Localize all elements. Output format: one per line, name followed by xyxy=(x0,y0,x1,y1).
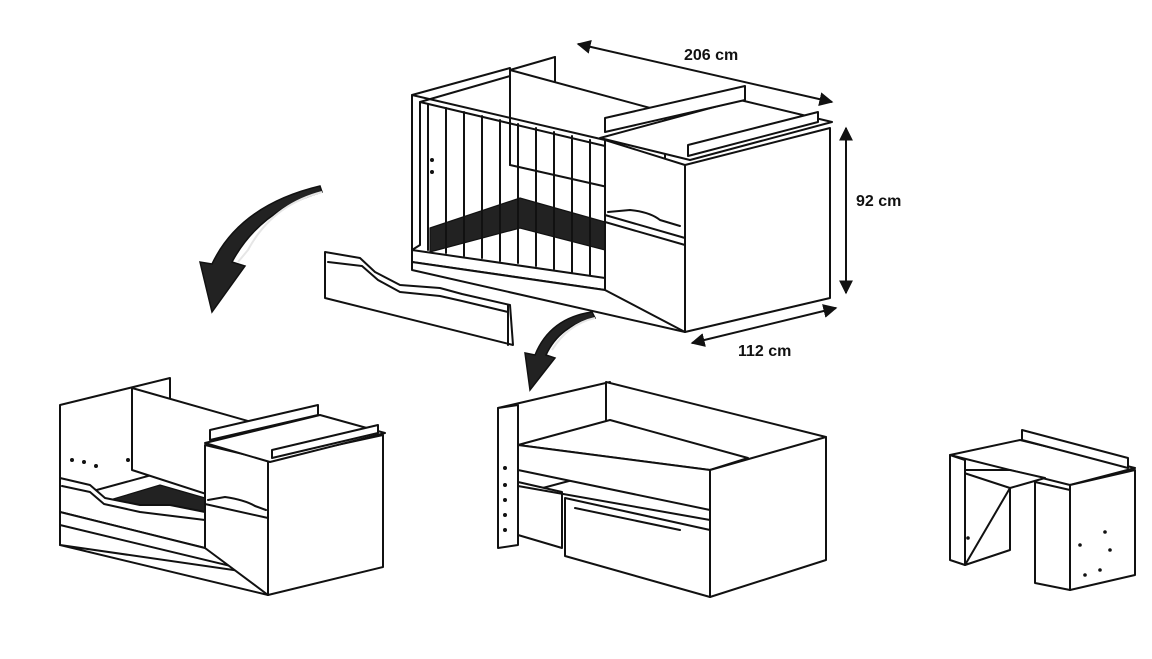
desk-pedestal-side xyxy=(1069,469,1136,591)
daybed-with-drawers xyxy=(497,381,827,598)
desk xyxy=(949,429,1136,591)
changing-unit-drawer-handle xyxy=(607,209,681,227)
daybed-drawer-small xyxy=(517,481,563,549)
daybed-drawer-large xyxy=(564,497,711,598)
dimension-depth-label: 112 cm xyxy=(738,343,791,360)
desk-pedestal-front xyxy=(1034,481,1071,591)
dimension-height: 92 cm xyxy=(839,126,901,295)
changing-unit-side xyxy=(684,127,831,333)
curved-arrow-icon-left xyxy=(199,185,323,314)
curved-arrow-icon-middle xyxy=(524,311,597,392)
dimension-length: 206 cm xyxy=(576,39,834,107)
desk-back-rail xyxy=(1021,429,1129,469)
dimension-length-label: 206 cm xyxy=(684,47,738,64)
dimension-depth: 112 cm xyxy=(690,304,838,360)
removable-side-panel xyxy=(324,251,514,346)
junior-bed xyxy=(59,377,386,596)
dimension-height-label: 92 cm xyxy=(856,193,901,210)
cot-bed-main xyxy=(411,56,833,333)
desk-left-leg xyxy=(949,454,966,566)
cot-bars xyxy=(427,103,591,276)
changing-unit-front-rail xyxy=(687,111,819,157)
